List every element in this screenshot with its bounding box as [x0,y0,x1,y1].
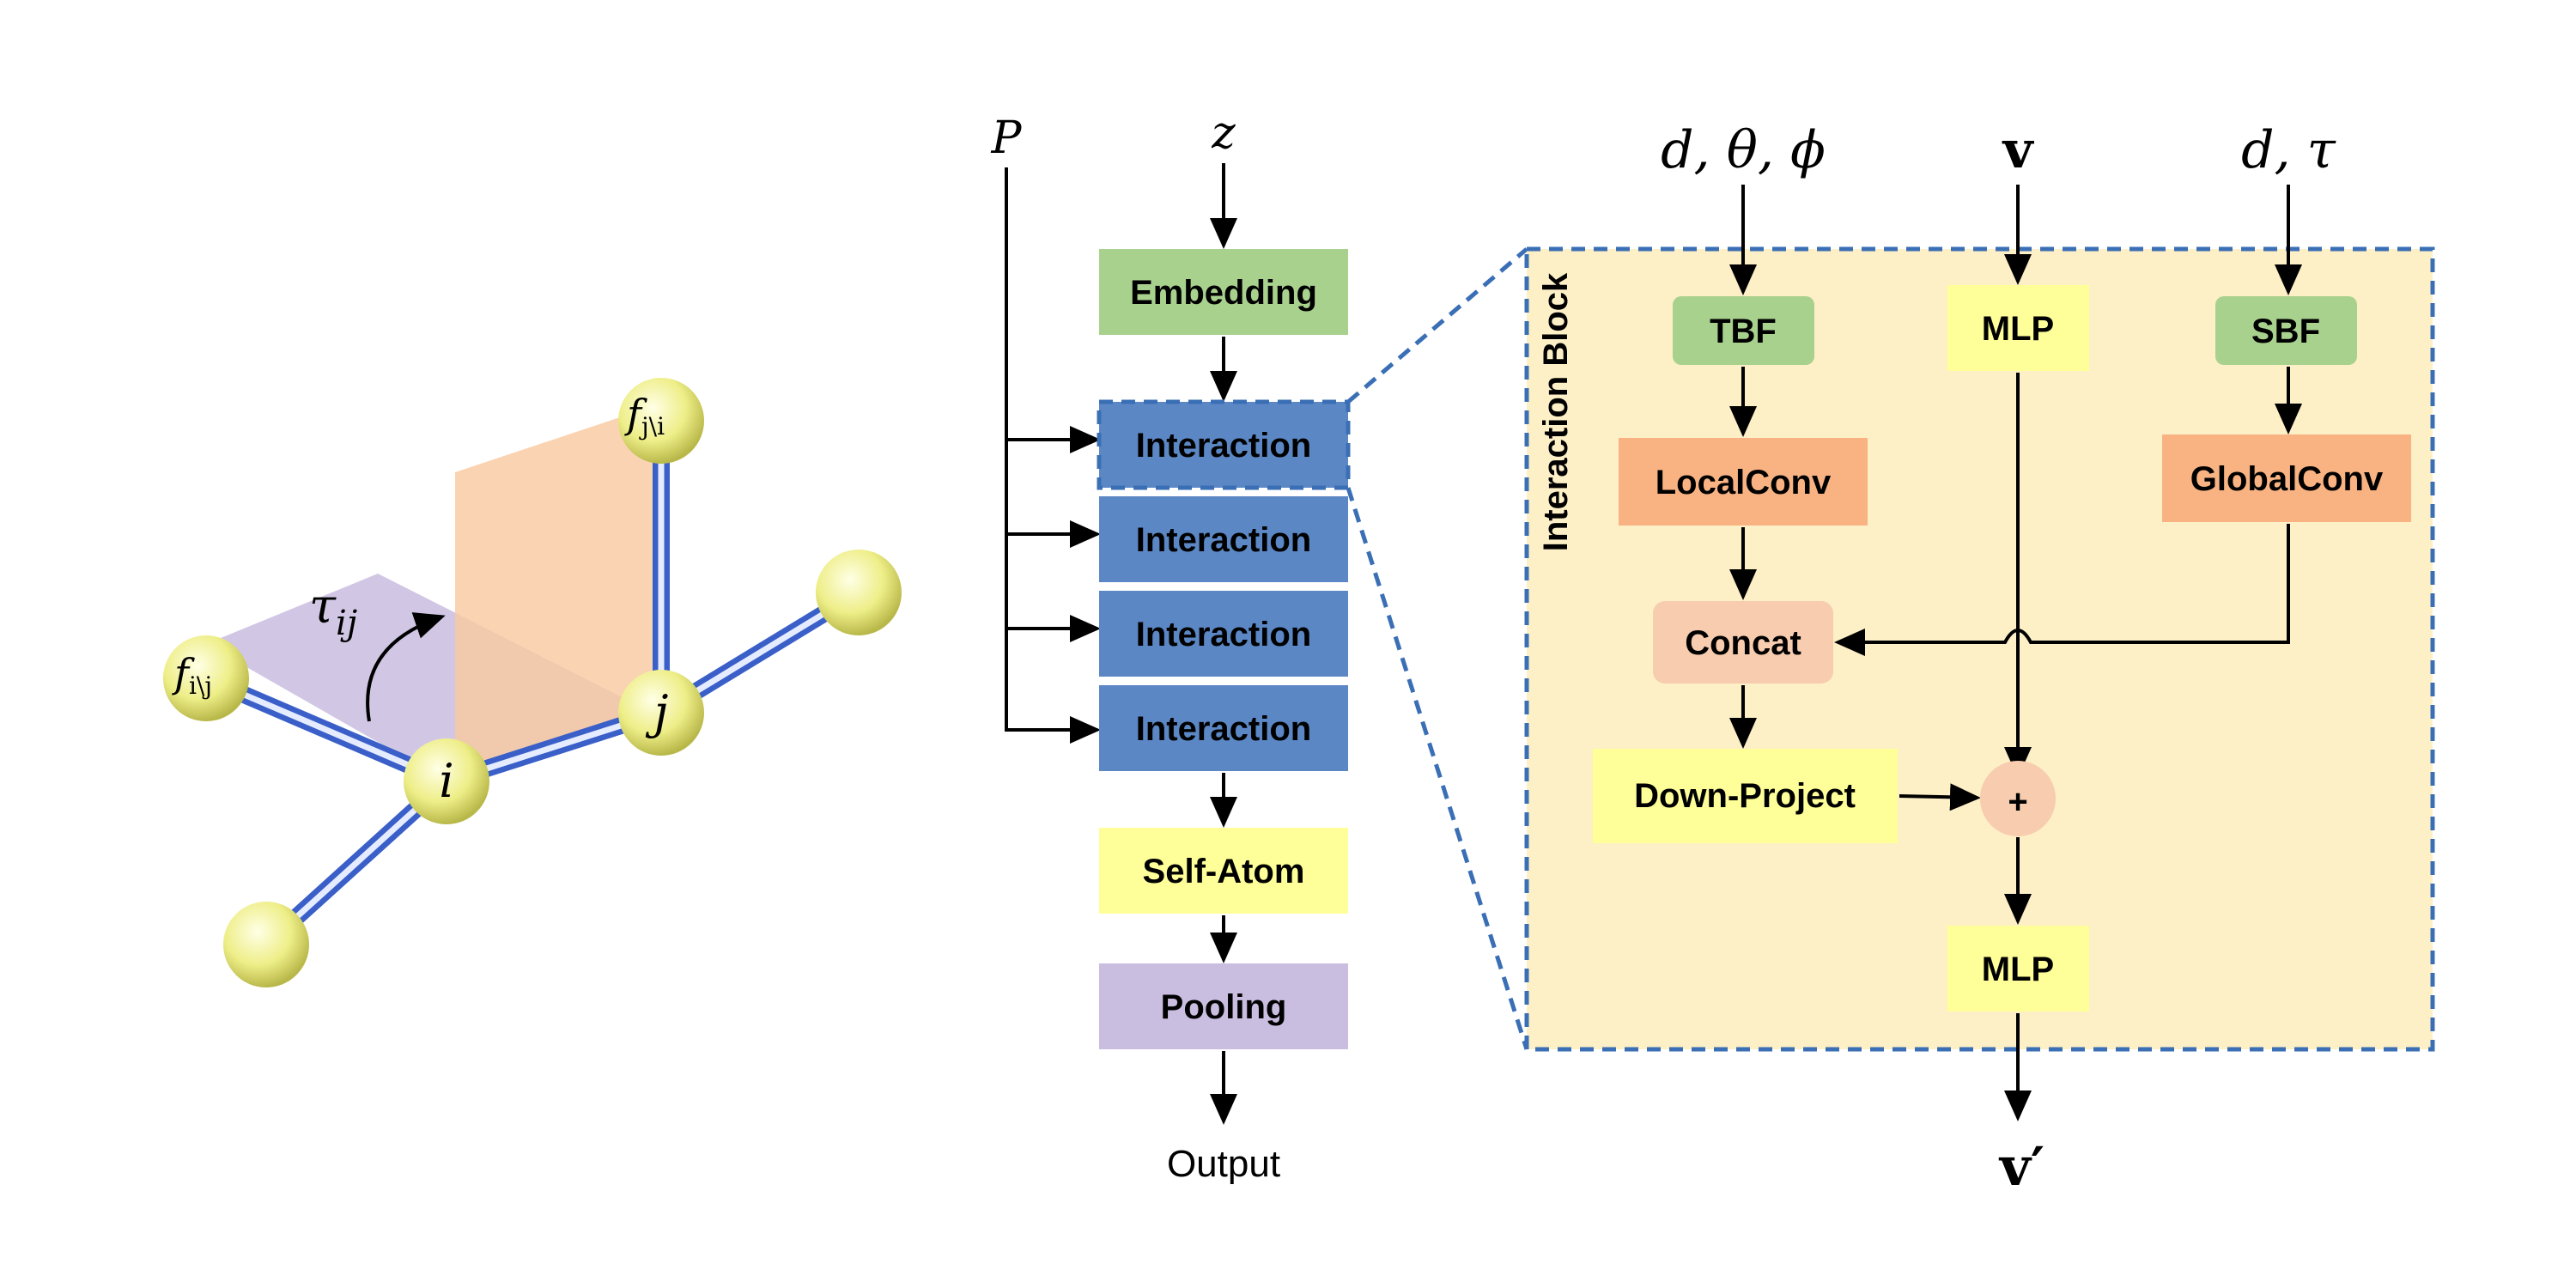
mlp-bottom-box [1947,926,2089,1012]
localconv-box [1619,438,1868,526]
input-v: v [2002,120,2035,180]
input-d-theta-phi: d, θ, ϕ [1661,120,1826,180]
input-d-tau: d, τ [2241,120,2336,180]
mlp-top-box [1947,285,2089,371]
mlp-top-label: MLP [1982,310,2054,348]
molecule-illustration: i j fi\j fj\i τij [163,378,902,987]
atom-i [404,738,489,824]
tbf-box [1673,296,1814,365]
atom-right [816,550,902,635]
output-label: Output [1167,1143,1280,1185]
atom-bottom [223,902,309,987]
sbf-box [2215,296,2357,365]
interaction-block: Interaction Block d, θ, ϕ v d, τ TBF MLP… [1524,120,2435,1198]
zoom-line-top [1346,247,1528,404]
interaction-label-3: Interaction [1136,616,1311,653]
torsion-arrow [366,612,446,722]
zoom-line-bottom [1346,487,1529,1050]
atom-j [618,670,704,756]
plus-label: + [2008,783,2027,821]
self-atom-label: Self-Atom [1143,853,1305,890]
sbf-label: SBF [2251,313,2320,350]
interaction-label-2: Interaction [1136,521,1311,559]
atom-f-j [618,378,704,464]
label-i: i [439,754,453,808]
down-project-box [1593,749,1898,843]
downproject-to-plus-arrow [1899,783,1981,811]
tbf-label: TBF [1710,313,1777,350]
embedding-label: Embedding [1130,274,1317,312]
interaction-block-title: Interaction Block [1537,272,1575,551]
input-p-label: P [991,112,1023,164]
concat-label: Concat [1685,624,1801,662]
torsion-label: τij [309,579,357,643]
localconv-label: LocalConv [1656,464,1832,501]
globalconv-box [2162,434,2411,522]
pooling-box [1099,963,1348,1049]
globalconv-label: GlobalConv [2190,460,2384,498]
interaction-box-1 [1097,399,1351,490]
pooling-label: Pooling [1161,988,1287,1026]
down-project-label: Down-Project [1634,777,1856,815]
self-atom-box [1099,828,1348,914]
embedding-box [1099,249,1348,335]
input-z-label: z [1211,107,1236,159]
output-v-prime: v′ [1998,1135,2044,1198]
concat-box [1653,601,1833,683]
interaction-label-4: Interaction [1136,710,1311,748]
orange-plane [455,404,661,781]
interaction-box-4 [1099,685,1348,771]
interaction-box-3 [1099,591,1348,677]
pipeline: P z Embedding Interaction Interaction In… [991,107,1351,1185]
interaction-box-2 [1099,496,1348,582]
plus-node [1980,761,2056,836]
atom-f-i [163,635,249,721]
mlp-bottom-label: MLP [1982,951,2054,988]
interaction-label-1: Interaction [1136,427,1311,465]
